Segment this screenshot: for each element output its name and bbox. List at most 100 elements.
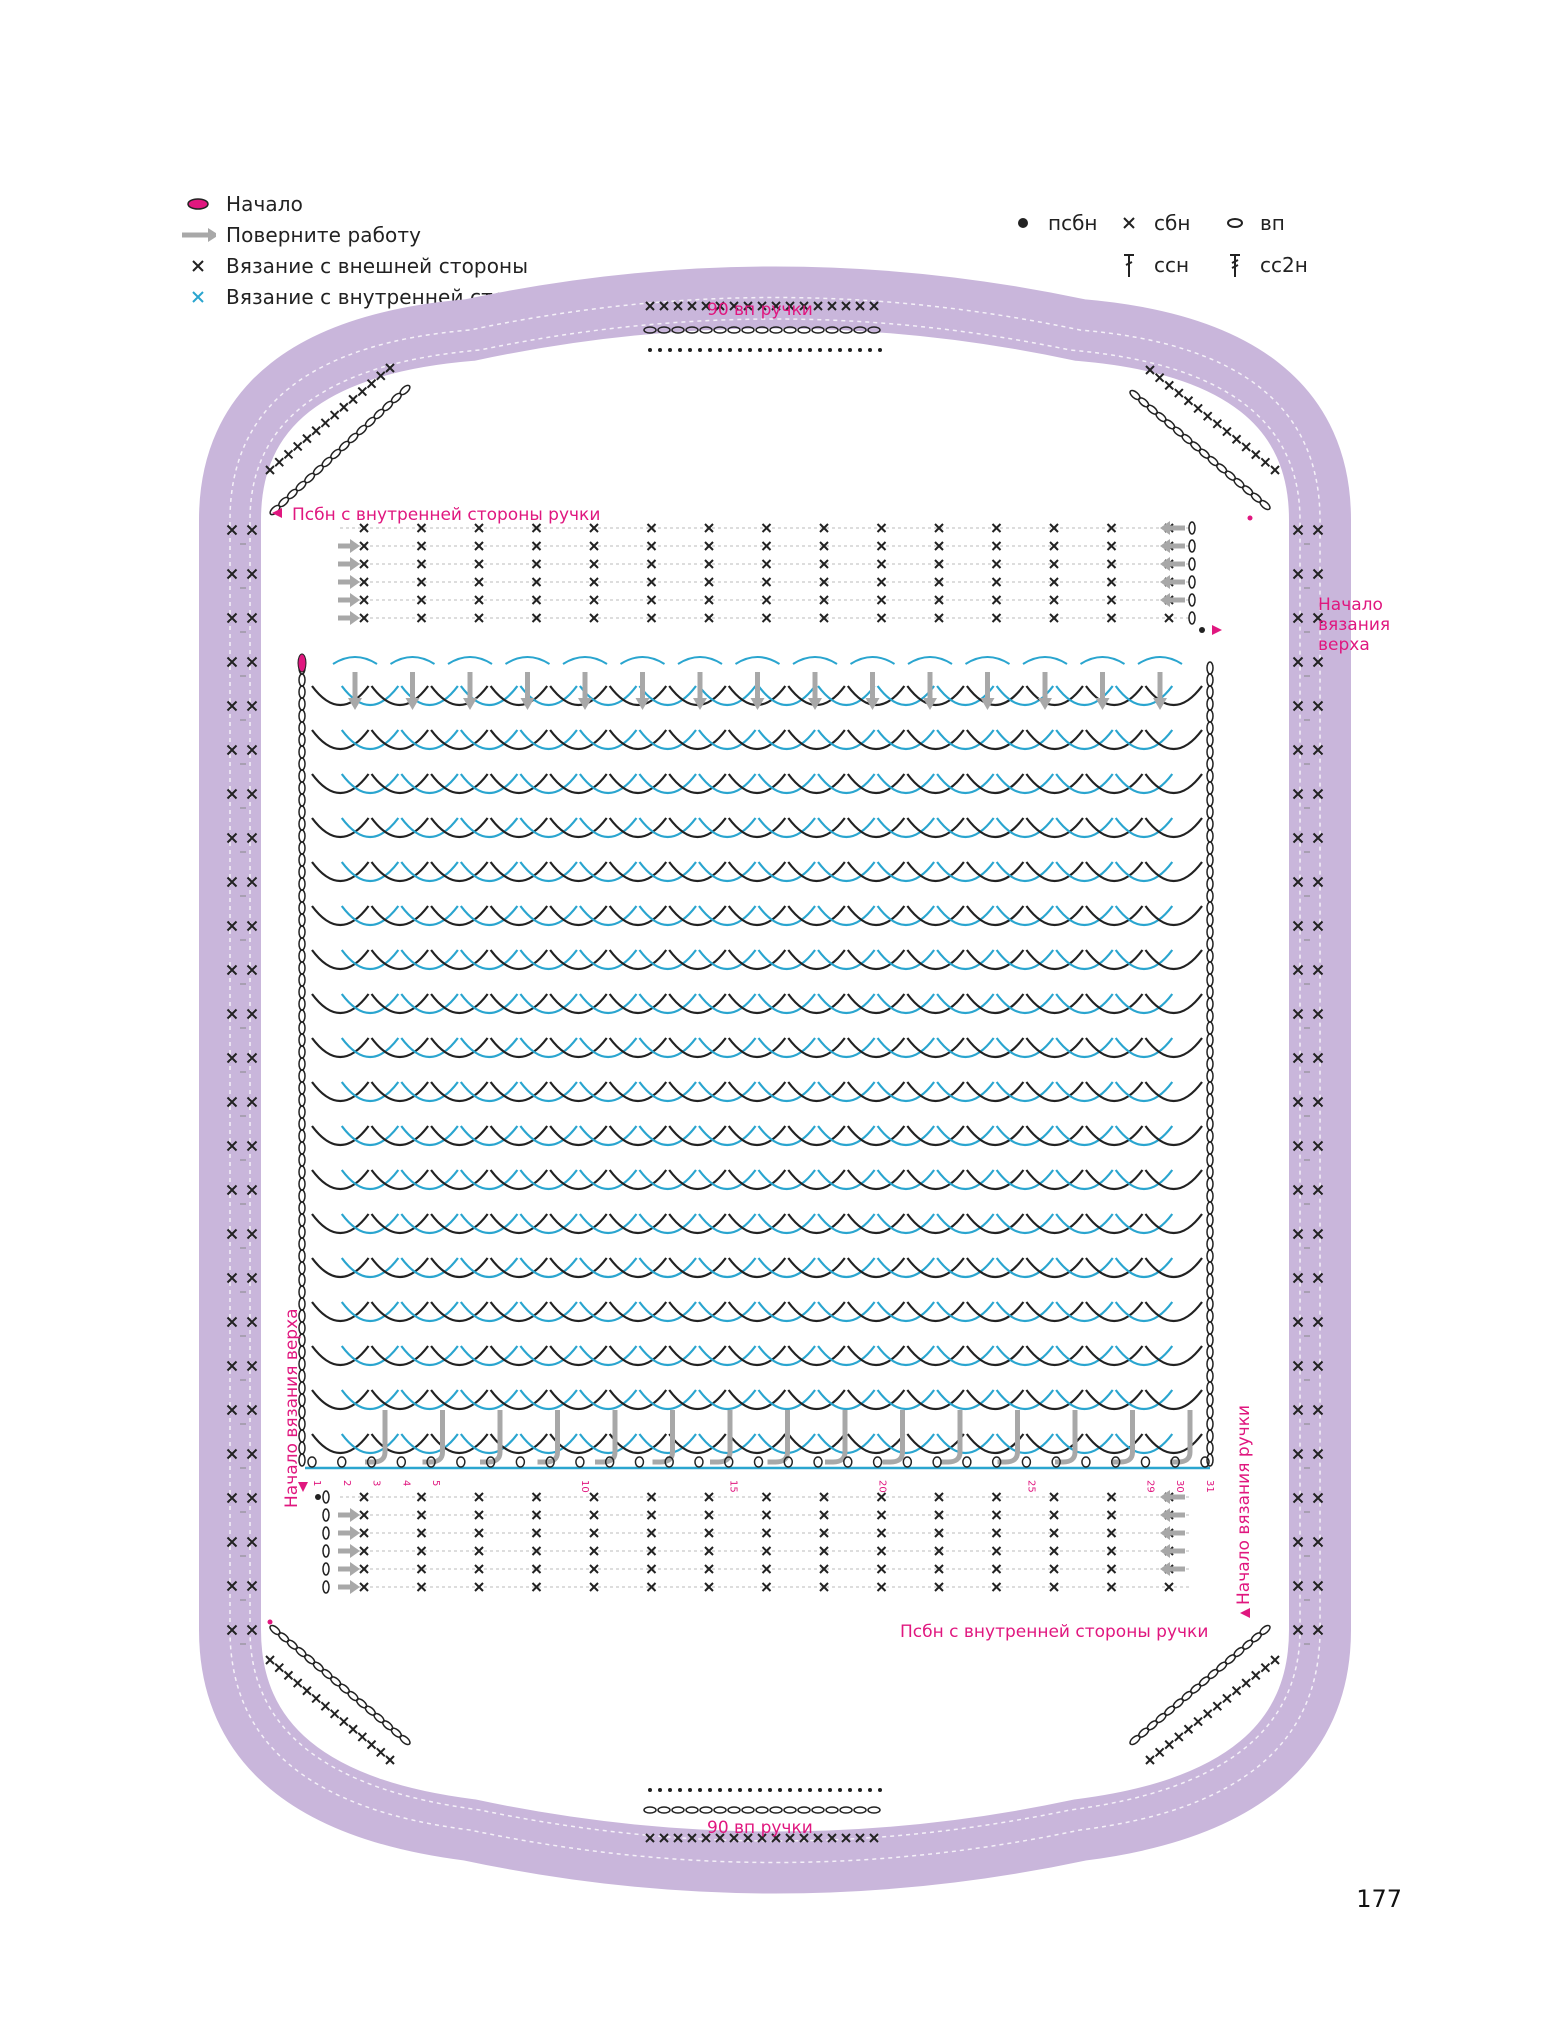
chain-arch (906, 905, 965, 927)
chain-arch (817, 1389, 876, 1411)
stitch-sbn (1193, 403, 1203, 414)
chain-arch (995, 1037, 1055, 1059)
chain-arch (1144, 729, 1203, 751)
chain-arch (459, 1213, 519, 1235)
chain-arch (817, 817, 876, 839)
top-arch (504, 656, 551, 665)
chain-arch (1025, 1389, 1084, 1411)
chain-arch (846, 1301, 906, 1323)
chain-arch (757, 1125, 816, 1147)
chain-arch (311, 1301, 370, 1323)
chain-arch (846, 905, 906, 927)
stitch-sbn (416, 1528, 427, 1538)
stitch-sbn (991, 541, 1002, 551)
chain-arch (965, 685, 1025, 707)
chain-arch (311, 1257, 370, 1279)
stitch-sbn (474, 577, 484, 587)
chain-arch (311, 1169, 370, 1191)
turn-arrow-head (1160, 521, 1170, 535)
chain-arch (459, 1081, 519, 1103)
stitch-vp (727, 326, 741, 334)
stitch-sbn (1292, 700, 1304, 712)
stitch-vp (298, 721, 306, 735)
chain-arch (787, 949, 846, 971)
stitch-sbn (876, 559, 887, 569)
stitch-sbn (771, 1833, 781, 1843)
stitch-vp (1206, 997, 1214, 1011)
stitch-sbn (645, 1833, 655, 1843)
chain-arch (400, 1301, 459, 1323)
stitch-vp (298, 853, 306, 867)
stitch-sbn (359, 1528, 369, 1538)
chain-arch (579, 1389, 638, 1411)
chain-arch (459, 685, 519, 707)
column-number: 30 (1174, 1480, 1185, 1493)
chain-arch (311, 1345, 370, 1367)
chain-arch (936, 1257, 995, 1279)
chain-arch (519, 1389, 578, 1411)
stitch-vp (322, 1508, 330, 1522)
chain-arch (906, 1301, 965, 1323)
stitch-sbn (329, 1709, 340, 1719)
stitch-sbn (589, 1528, 599, 1538)
chain-arch (340, 1345, 400, 1367)
stitch-vp (298, 1009, 306, 1023)
chain-arch (400, 1037, 459, 1059)
stitch-sbn (704, 1510, 714, 1520)
stitch-sbn (799, 1833, 809, 1843)
stitch-sbn (876, 541, 887, 551)
stitch-sbn (348, 394, 358, 405)
stitch-vp (298, 949, 306, 963)
chain-arch (936, 861, 995, 883)
chain-arch (340, 949, 400, 971)
chain-arch (1144, 1081, 1203, 1103)
stitch-sbn (226, 788, 238, 800)
chain-arch (876, 1169, 936, 1191)
stitch-sbn (1292, 1140, 1304, 1152)
chain-arch (1085, 1081, 1144, 1103)
stitch-sbn (1292, 1536, 1304, 1548)
stitch-sbn (673, 1833, 683, 1843)
stitch-sbn (934, 1582, 944, 1592)
chain-arch (727, 1433, 787, 1455)
stitch-sbn (246, 1448, 258, 1460)
chain-arch (1025, 685, 1084, 707)
stitch-vp (1206, 877, 1214, 891)
chain-arch (846, 1389, 906, 1411)
stitch-sbn (246, 1184, 258, 1196)
stitch-vp (699, 326, 713, 334)
stitch-key-row: ссн сс2н (1010, 244, 1328, 286)
chain-arch (519, 1257, 578, 1279)
chain-arch (608, 949, 668, 971)
chain-arch (846, 861, 906, 883)
stitch-sbn (416, 613, 427, 623)
stitch-vp (839, 1806, 853, 1814)
chain-arch (638, 1433, 697, 1455)
stitch-psbn (668, 1788, 672, 1792)
chain-arch (549, 905, 608, 927)
chain-arch (787, 1081, 846, 1103)
stitch-sbn (246, 1008, 258, 1020)
stitch-sbn (265, 1655, 275, 1665)
top-arch (1137, 656, 1183, 665)
chain-arch (519, 1301, 578, 1323)
chain-arch (489, 685, 549, 707)
chain-arch (817, 1081, 876, 1103)
column-number: 3 (371, 1480, 382, 1486)
chain-arch (1085, 1301, 1144, 1323)
stitch-sbn (876, 523, 887, 533)
stitch-sbn (246, 1316, 258, 1328)
stitch-vp (1188, 611, 1196, 625)
stitch-vp (1206, 1417, 1214, 1431)
start-triangle (272, 508, 282, 518)
stitch-sbn (589, 1582, 599, 1592)
stitch-sbn (246, 1404, 258, 1416)
stitch-psbn (698, 1788, 702, 1792)
magenta-oval-icon (180, 197, 216, 211)
chain-arch (995, 729, 1055, 751)
stitch-psbn (778, 1788, 782, 1792)
stitch-sbn (646, 541, 657, 551)
chain-arch (876, 861, 936, 883)
stitch-sbn (589, 1546, 599, 1556)
turn-arrow-head (350, 1508, 360, 1522)
